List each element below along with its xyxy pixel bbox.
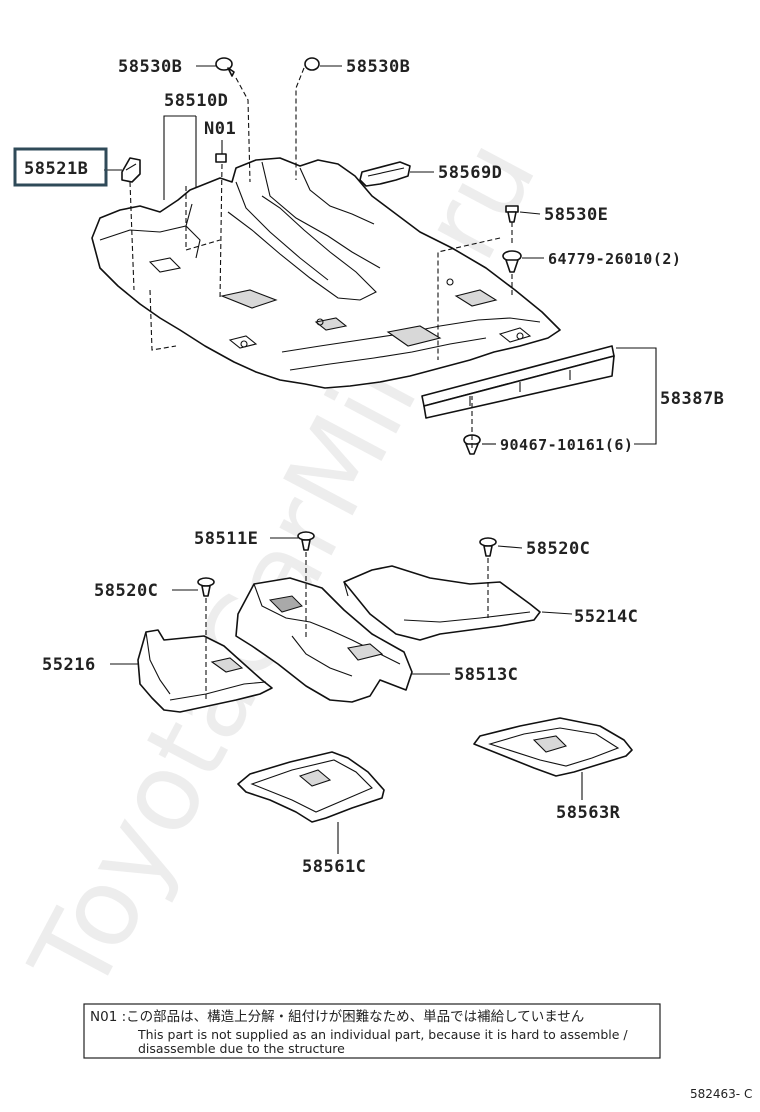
- label-90467: 90467-10161(6): [500, 436, 633, 454]
- fastener-N01: [215, 153, 227, 163]
- upper-leaders: [104, 65, 657, 445]
- label-58511E: 58511E: [194, 529, 258, 549]
- lower-guides: [205, 552, 489, 700]
- label-64779: 64779-26010(2): [548, 250, 681, 268]
- label-58387B: 58387B: [660, 389, 724, 409]
- part-58563R: [473, 717, 633, 777]
- label-58530B-right: 58530B: [346, 57, 410, 77]
- label-58520C-left: 58520C: [94, 581, 158, 601]
- note-box: N01 :この部品は、構造上分解・組付けが困難なため、単品では補給していません …: [83, 1003, 661, 1059]
- part-58513C: [235, 577, 413, 703]
- fastener-58520C-right: [479, 537, 497, 557]
- fastener-64779: [502, 250, 522, 273]
- label-55214C: 55214C: [574, 607, 638, 627]
- highlight-box-58521B: [13, 147, 108, 187]
- fastener-58511E: [297, 531, 315, 551]
- label-58521B: 58521B: [24, 159, 88, 179]
- fastener-58530E: [505, 205, 519, 223]
- label-N01: N01: [204, 119, 236, 139]
- label-55216: 55216: [42, 655, 96, 675]
- upper-guides: [129, 67, 513, 448]
- label-58530E: 58530E: [544, 205, 608, 225]
- part-58561C: [237, 751, 385, 823]
- fastener-58530B-right: [304, 57, 320, 71]
- fastener-58530B-left: [215, 57, 235, 77]
- note-japanese: N01 :この部品は、構造上分解・組付けが困難なため、単品では補給していません: [90, 1009, 584, 1025]
- part-58387B: [421, 345, 615, 419]
- label-58513C: 58513C: [454, 665, 518, 685]
- note-english-line2: disassemble due to the structure: [138, 1041, 345, 1056]
- label-58520C-right: 58520C: [526, 539, 590, 559]
- lower-leaders: [110, 537, 583, 854]
- part-55216: [137, 629, 273, 713]
- note-english-line1: This part is not supplied as an individu…: [137, 1027, 628, 1042]
- label-58569D: 58569D: [438, 163, 502, 183]
- label-58530B-left: 58530B: [118, 57, 182, 77]
- label-58561C: 58561C: [302, 857, 366, 877]
- part-58569D: [359, 161, 411, 187]
- floor-carpet-assembly: [91, 157, 561, 389]
- part-58521B: [121, 157, 141, 183]
- part-55214C: [343, 565, 541, 641]
- reference-code: 582463- C: [690, 1087, 752, 1101]
- label-58510D: 58510D: [164, 91, 228, 111]
- label-58563R: 58563R: [556, 803, 621, 823]
- fastener-58520C-left: [197, 577, 215, 597]
